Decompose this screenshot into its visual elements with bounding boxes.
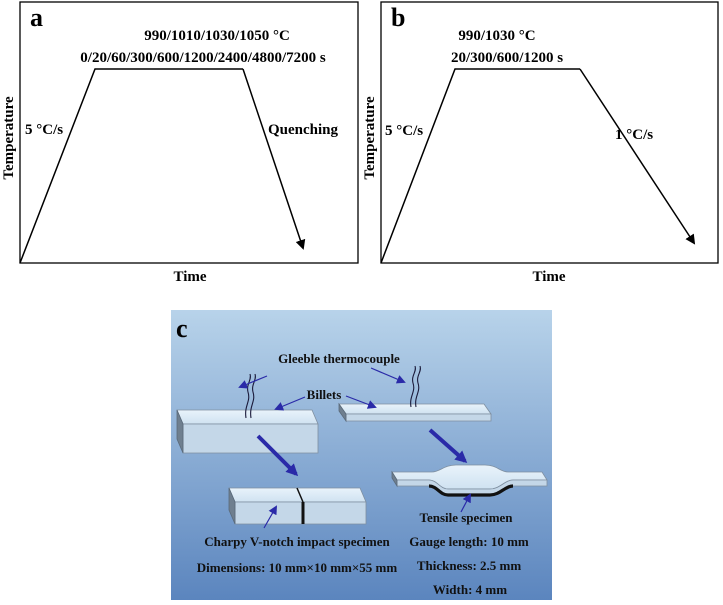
billet-arrow-right [345,395,377,409]
panel-a-cooling-label: Quenching [268,122,339,138]
thermocouple-wires-left [245,373,256,419]
gleeble-thermocouple-label: Gleeble thermocouple [278,351,400,366]
width: Width: 4 mm [433,582,507,597]
panel-a-label: a [30,3,43,32]
panel-b-temperature-note: 990/1030 °C [458,28,535,44]
thickness: Thickness: 2.5 mm [417,558,522,573]
panel-b-cooling-arrow [579,68,696,245]
flow-arrow-to-tensile [428,428,468,463]
charpy-specimen [228,487,367,525]
charpy-label: Charpy V-notch impact specimen [204,534,390,549]
panel-b-x-label: Time [532,269,565,285]
charpy-billet [176,409,319,454]
panel-b-label: b [391,3,405,32]
billets-label: Billets [307,387,342,402]
billet-arrow-left [274,396,306,411]
panel-b: b 990/1030 °C 20/300/600/1200 s 5 °C/s 1… [362,1,719,285]
thermocouple-arrow-right [370,367,406,384]
panel-a-time-note: 0/20/60/300/600/1200/2400/4800/7200 s [80,50,326,66]
thermocouple-arrow-left [238,375,268,389]
panel-c-label: c [176,314,188,343]
charpy-dimensions: Dimensions: 10 mm×10 mm×55 mm [197,560,398,575]
panel-a-x-label: Time [173,269,206,285]
panel-b-y-label: Temperature [362,96,378,180]
panel-b-cooling-rate: 1 °C/s [615,127,653,143]
tensile-billet [338,402,492,423]
panel-a-quench-arrow [242,68,306,250]
panel-a-heating-rate: 5 °C/s [25,122,63,138]
panel-c-background [171,310,552,600]
panel-a-temperature-note: 990/1010/1030/1050 °C [144,28,290,44]
panel-c: c [171,310,552,600]
charpy-pointer-arrow [263,505,277,529]
thermocouple-wires-right [410,365,421,408]
tensile-label: Tensile specimen [419,510,513,525]
panel-b-heating-rate: 5 °C/s [385,123,423,139]
panel-b-frame [380,1,719,264]
panel-a-frame [19,1,359,264]
panel-a-profile-line [19,68,243,264]
flow-arrow-to-charpy [256,434,299,477]
tensile-pointer-arrow [460,493,471,513]
panel-a: a 990/1010/1030/1050 °C 0/20/60/300/600/… [1,1,359,285]
panel-b-time-note: 20/300/600/1200 s [451,50,563,66]
gauge-length: Gauge length: 10 mm [409,534,529,549]
panel-a-y-label: Temperature [1,96,17,180]
panel-b-profile-line [380,68,580,264]
